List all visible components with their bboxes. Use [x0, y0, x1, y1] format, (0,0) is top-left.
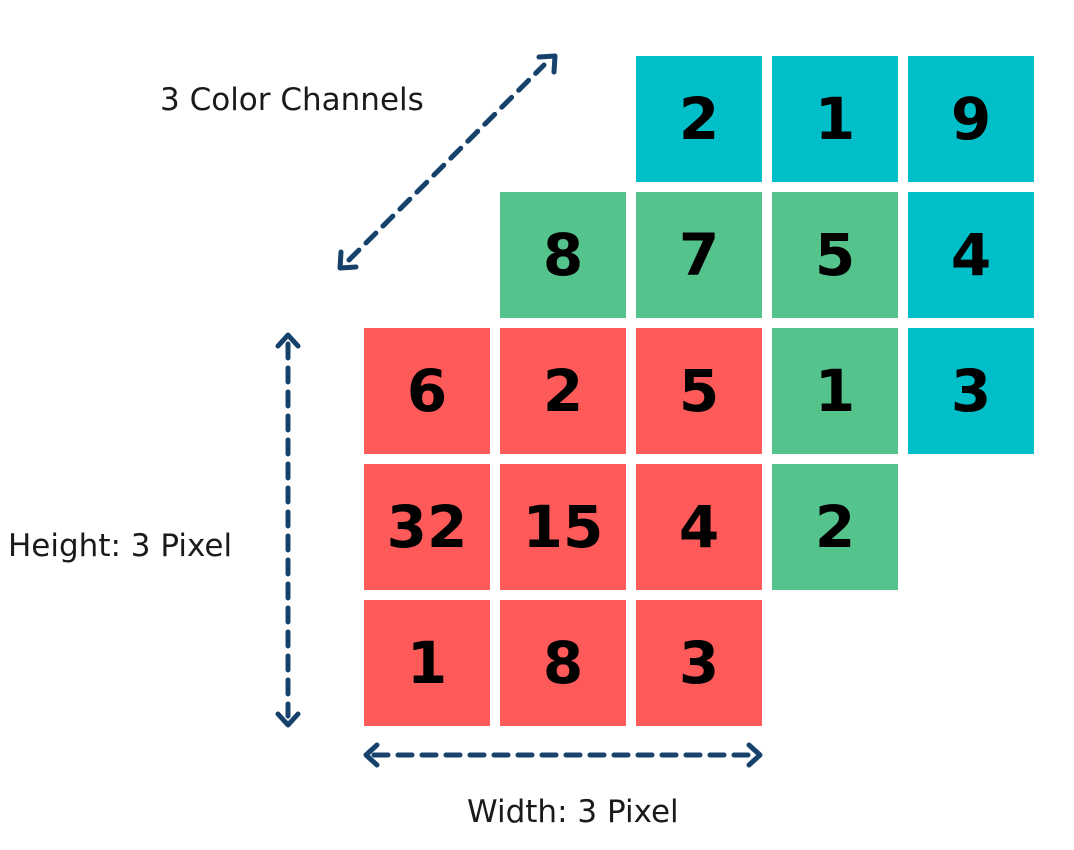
height-arrowhead-bottom — [275, 711, 301, 728]
red-channel-cell: 6 — [364, 328, 490, 454]
channels-arrowhead-bottom — [337, 249, 359, 271]
height-label: Height: 3 Pixel — [8, 528, 233, 564]
green-channel-cell: 8 — [500, 192, 626, 318]
teal-channel-cell: 2 — [636, 56, 762, 182]
teal-channel-cell: 9 — [908, 56, 1034, 182]
teal-channel-cell: 4 — [908, 192, 1034, 318]
channels-label: 3 Color Channels — [160, 82, 424, 118]
height-arrowhead-top — [275, 332, 301, 349]
red-channel-cell: 2 — [500, 328, 626, 454]
green-channel-cell: 5 — [772, 192, 898, 318]
red-channel-cell: 5 — [636, 328, 762, 454]
red-channel-cell: 4 — [636, 464, 762, 590]
width-arrowhead-left — [363, 742, 380, 768]
teal-channel-cell: 3 — [908, 328, 1034, 454]
red-channel-cell: 8 — [500, 600, 626, 726]
green-channel-cell: 1 — [772, 328, 898, 454]
channels-arrow — [337, 53, 558, 271]
red-channel-cell: 1 — [364, 600, 490, 726]
red-channel-cell: 15 — [500, 464, 626, 590]
width-arrowhead-right — [746, 742, 763, 768]
channels-arrowhead-top — [536, 53, 558, 75]
height-arrow — [275, 332, 301, 728]
green-channel-cell: 2 — [772, 464, 898, 590]
red-channel-cell: 3 — [636, 600, 762, 726]
teal-channel-cell: 1 — [772, 56, 898, 182]
width-label: Width: 3 Pixel — [467, 794, 679, 830]
width-arrow — [363, 742, 763, 768]
red-channel-cell: 32 — [364, 464, 490, 590]
green-channel-cell: 7 — [636, 192, 762, 318]
